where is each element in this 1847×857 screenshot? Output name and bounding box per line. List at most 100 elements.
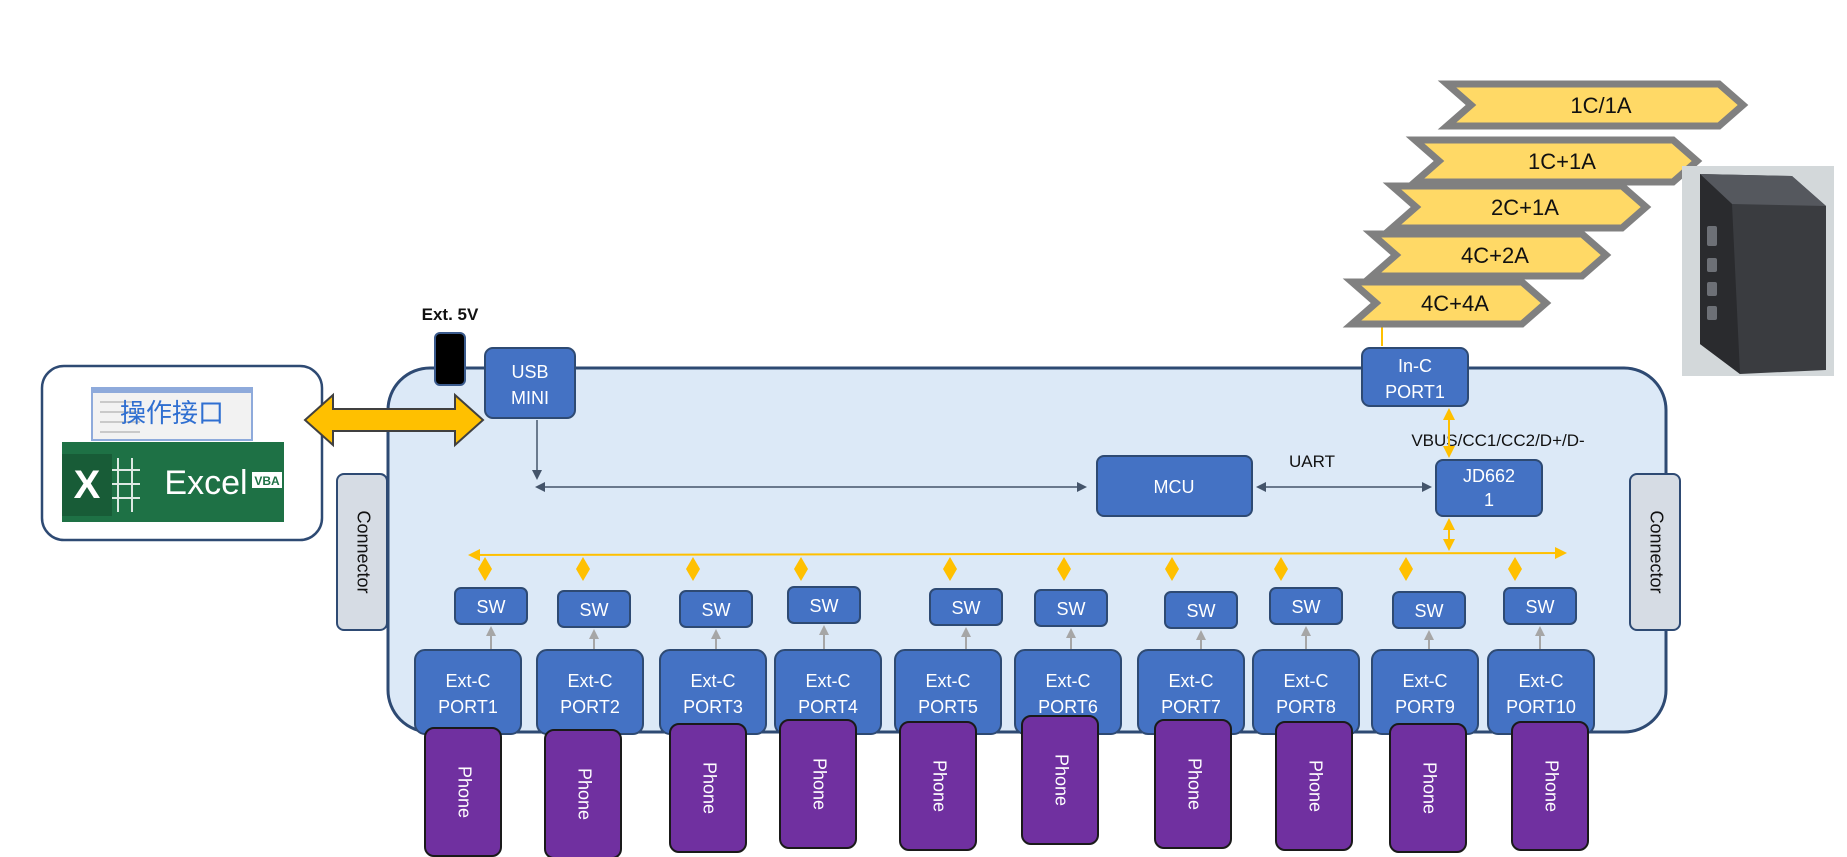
svg-text:Ext-C: Ext-C [926, 671, 971, 691]
svg-text:SW: SW [702, 600, 731, 620]
svg-text:USB: USB [511, 362, 548, 382]
bus-tap-marker [794, 557, 808, 581]
ext-port-5: Ext-C PORT5 [894, 649, 1002, 735]
left-connector-label: Connector [353, 510, 373, 593]
pd-controller-chip: JD662 1 [1435, 459, 1543, 517]
svg-text:Ext-C: Ext-C [691, 671, 736, 691]
svg-text:PORT10: PORT10 [1506, 697, 1576, 717]
phone-6: Phone [1021, 715, 1099, 845]
mode-label: 1C+1A [1528, 149, 1596, 174]
svg-text:PORT3: PORT3 [683, 697, 743, 717]
svg-text:PORT7: PORT7 [1161, 697, 1221, 717]
svg-text:SW: SW [477, 597, 506, 617]
bus-tap-marker [1165, 557, 1179, 581]
excel-app-name: Excel [164, 464, 247, 502]
phone-1: Phone [424, 727, 502, 857]
switch-6: SW [1034, 589, 1108, 627]
bus-tap-marker [478, 557, 492, 581]
uart-label: UART [1289, 452, 1335, 471]
svg-text:Phone: Phone [929, 760, 949, 812]
ext-5v-jack [434, 332, 466, 386]
vba-badge-label: VBA [254, 474, 280, 488]
right-connector-label: Connector [1646, 510, 1666, 593]
bus-tap-marker [1399, 557, 1413, 581]
phone-2: Phone [544, 729, 622, 857]
svg-text:Ext-C: Ext-C [1046, 671, 1091, 691]
svg-text:PORT1: PORT1 [438, 697, 498, 717]
phone-10: Phone [1511, 721, 1589, 851]
svg-text:In-C: In-C [1398, 356, 1432, 376]
ext-port-6: Ext-C PORT6 [1014, 649, 1122, 735]
ext-port-1: Ext-C PORT1 [414, 649, 522, 735]
switch-10: SW [1503, 587, 1577, 625]
pc-app-panel: 操作接口 X Excel VBA [40, 364, 324, 542]
svg-text:JD662: JD662 [1463, 466, 1515, 486]
svg-text:Phone: Phone [454, 766, 474, 818]
bus-signals-label: VBUS/CC1/CC2/D+/D- [1411, 431, 1584, 450]
phone-7: Phone [1154, 719, 1232, 849]
switch-1: SW [454, 587, 528, 625]
switch-7: SW [1164, 591, 1238, 629]
phone-5: Phone [899, 721, 977, 851]
svg-text:MCU: MCU [1154, 477, 1195, 497]
svg-text:PORT8: PORT8 [1276, 697, 1336, 717]
mode-label: 4C+2A [1461, 243, 1529, 268]
svg-text:SW: SW [580, 600, 609, 620]
mode-chevron-1c-1a: 1C+1A [1405, 136, 1703, 186]
ext-port-10: Ext-C PORT10 [1487, 649, 1595, 735]
svg-text:Phone: Phone [809, 758, 829, 810]
svg-text:PORT5: PORT5 [918, 697, 978, 717]
charger-photo [1682, 166, 1834, 376]
mode-chevron-4c-4a: 4C+4A [1342, 278, 1552, 328]
svg-text:PORT6: PORT6 [1038, 697, 1098, 717]
svg-text:Phone: Phone [1541, 760, 1561, 812]
pc-usb-double-arrow [303, 392, 485, 448]
svg-text:PORT2: PORT2 [560, 697, 620, 717]
svg-text:SW: SW [1526, 597, 1555, 617]
svg-text:PORT4: PORT4 [798, 697, 858, 717]
svg-text:SW: SW [952, 598, 981, 618]
mode-chevron-4c-2a: 4C+2A [1362, 230, 1612, 280]
svg-text:Ext-C: Ext-C [446, 671, 491, 691]
svg-text:Ext-C: Ext-C [1169, 671, 1214, 691]
app-title-cn: 操作接口 [120, 399, 224, 429]
ext-port-2: Ext-C PORT2 [536, 649, 644, 735]
svg-text:SW: SW [1057, 599, 1086, 619]
svg-text:SW: SW [1292, 597, 1321, 617]
bus-tap-marker [943, 557, 957, 581]
svg-text:1: 1 [1484, 490, 1494, 510]
bus-tap-marker [686, 557, 700, 581]
mode-label: 2C+1A [1491, 195, 1559, 220]
usb-mini-port: USB MINI [484, 347, 576, 419]
switch-3: SW [679, 590, 753, 628]
svg-text:SW: SW [1415, 601, 1444, 621]
ext-port-3: Ext-C PORT3 [659, 649, 767, 735]
svg-text:Ext-C: Ext-C [568, 671, 613, 691]
excel-logo-icon: X [74, 463, 101, 507]
svg-text:Ext-C: Ext-C [1519, 671, 1564, 691]
phone-8: Phone [1275, 721, 1353, 851]
phone-3: Phone [669, 723, 747, 853]
svg-text:SW: SW [810, 596, 839, 616]
phone-4: Phone [779, 719, 857, 849]
bus-tap-marker [1508, 557, 1522, 581]
svg-text:Ext-C: Ext-C [1284, 671, 1329, 691]
bus-tap-marker [1274, 557, 1288, 581]
svg-text:PORT1: PORT1 [1385, 382, 1445, 402]
charger-port-icon [1707, 226, 1717, 246]
switch-8: SW [1269, 587, 1343, 625]
bus-tap-marker [576, 557, 590, 581]
vba-badge [252, 472, 282, 488]
svg-text:Phone: Phone [574, 768, 594, 820]
input-port: In-C PORT1 [1361, 347, 1469, 407]
